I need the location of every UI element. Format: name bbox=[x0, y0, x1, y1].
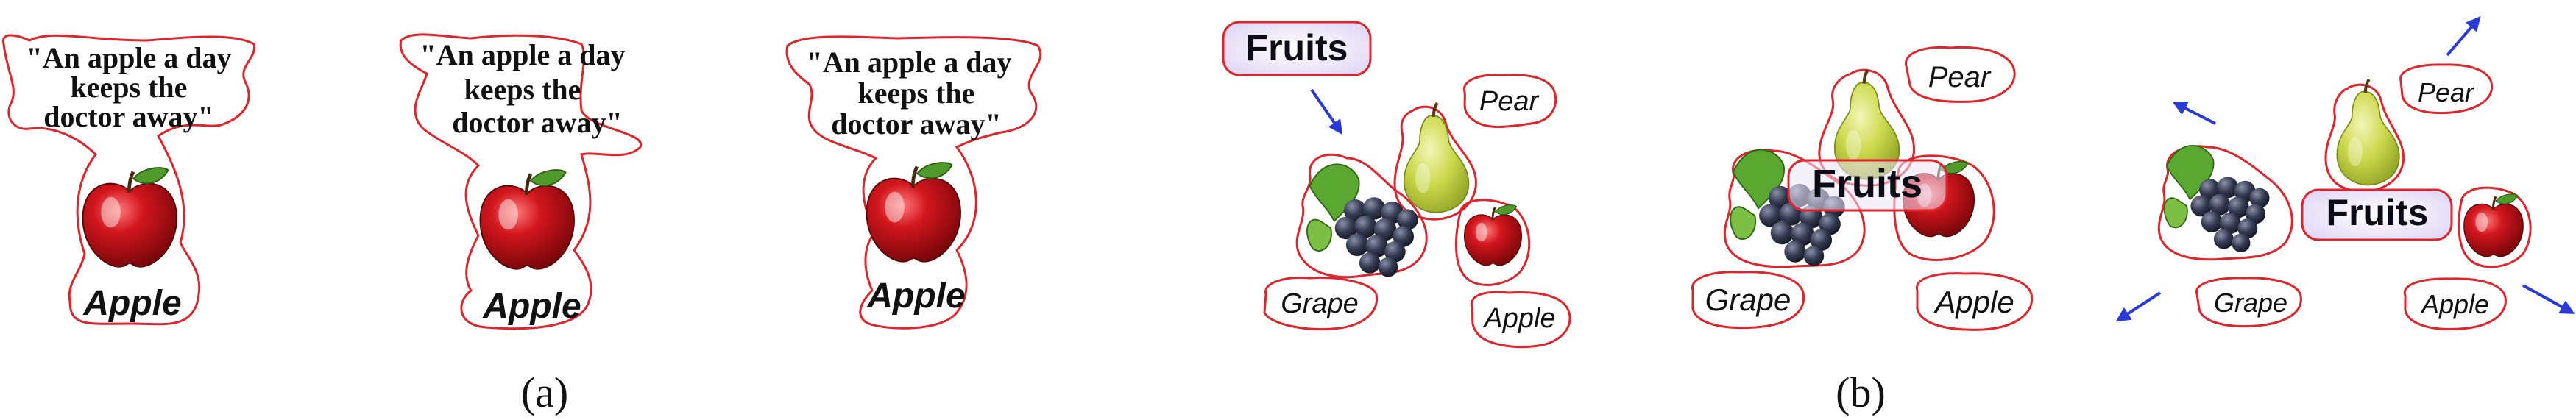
pear-label-outline bbox=[1462, 74, 1557, 128]
outline-variant-2 bbox=[399, 33, 643, 330]
apple-image bbox=[83, 168, 177, 267]
pear-label-outline bbox=[1905, 46, 2016, 103]
apple-outline bbox=[1455, 199, 1531, 286]
direction-arrow bbox=[2115, 291, 2162, 322]
fruits-label: Fruits bbox=[2326, 192, 2429, 233]
grape-label: Grape bbox=[2214, 288, 2287, 318]
fruits-label: Fruits bbox=[1812, 162, 1922, 206]
quote-line-1: "An apple a day bbox=[26, 41, 232, 74]
apple-image bbox=[867, 163, 960, 262]
apple-label-outline bbox=[1470, 291, 1571, 349]
grape-label: Grape bbox=[1281, 288, 1359, 319]
grape-image bbox=[1306, 163, 1419, 278]
word-cloud-variant-2: "An apple a day keeps the doctor away" A… bbox=[399, 33, 643, 330]
quote-line-3: doctor away" bbox=[452, 106, 622, 139]
word-cloud-variant-3: "An apple a day keeps the doctor away" A… bbox=[785, 35, 1042, 330]
apple-image bbox=[1463, 204, 1523, 267]
panel-a: "An apple a day keeps the doctor away" A… bbox=[2, 33, 1042, 330]
quote-line-2: keeps the bbox=[71, 71, 188, 104]
panel-b-caption: (b) bbox=[1836, 369, 1886, 416]
apple-label-outline bbox=[1916, 272, 2034, 331]
fruit-layout-3: Pear Fruits Grape Apple bbox=[2115, 15, 2575, 331]
fruits-label-box bbox=[1222, 21, 1372, 76]
apple-word: Apple bbox=[82, 284, 181, 323]
grape-outline bbox=[2157, 145, 2293, 261]
apple-word: Apple bbox=[482, 287, 581, 326]
apple-label: Apple bbox=[2420, 289, 2489, 319]
quote-line-1: "An apple a day bbox=[420, 38, 626, 71]
quote-line-2: keeps the bbox=[858, 76, 975, 110]
pear-image bbox=[2337, 79, 2399, 185]
apple-label: Apple bbox=[1933, 285, 2014, 319]
apple-label: Apple bbox=[1482, 303, 1555, 334]
fruit-layout-2: Pear Fruits Grape Apple bbox=[1691, 46, 2034, 331]
fruits-label-box bbox=[1787, 159, 1948, 212]
apple-outline bbox=[1893, 154, 1995, 261]
grape-outline bbox=[1295, 153, 1428, 279]
panel-a-caption: (a) bbox=[520, 369, 569, 416]
pear-label: Pear bbox=[1928, 61, 1992, 93]
quote-line-3: doctor away" bbox=[43, 100, 213, 133]
outline-variant-1 bbox=[2, 34, 256, 326]
pear-label: Pear bbox=[2418, 77, 2475, 107]
fruit-layout-1: Fruits Pear Grape Apple bbox=[1222, 21, 1571, 349]
quote-line-1: "An apple a day bbox=[807, 46, 1012, 79]
direction-arrow bbox=[2172, 102, 2216, 125]
fruits-label: Fruits bbox=[1246, 27, 1348, 68]
apple-image bbox=[2463, 193, 2524, 258]
apple-label-outline bbox=[2403, 277, 2507, 331]
grape-outline bbox=[1723, 149, 1866, 268]
grape-image bbox=[2163, 144, 2271, 253]
grape-label: Grape bbox=[1705, 282, 1791, 317]
quote-line-3: doctor away" bbox=[831, 107, 1001, 140]
apple-outline bbox=[2458, 186, 2532, 268]
direction-arrow bbox=[2446, 15, 2481, 57]
pear-label-outline bbox=[2399, 63, 2494, 115]
pear-label: Pear bbox=[1479, 86, 1540, 117]
grape-label-outline bbox=[2195, 277, 2302, 328]
grape-label-outline bbox=[1263, 276, 1379, 331]
apple-word: Apple bbox=[866, 277, 965, 316]
pear-image bbox=[1404, 103, 1469, 213]
grape-label-outline bbox=[1691, 271, 1805, 330]
quote-line-2: keeps the bbox=[464, 73, 581, 106]
direction-arrow bbox=[2522, 284, 2575, 314]
fruits-label-box bbox=[2301, 188, 2453, 241]
apple-image bbox=[481, 170, 574, 269]
panel-b: Fruits Pear Grape Apple Pear bbox=[1222, 15, 2575, 349]
pear-outline bbox=[1393, 105, 1477, 221]
word-cloud-variant-1: "An apple a day keeps the doctor away" A… bbox=[2, 34, 256, 326]
outline-variant-3 bbox=[785, 35, 1042, 330]
direction-arrow bbox=[1310, 88, 1343, 135]
